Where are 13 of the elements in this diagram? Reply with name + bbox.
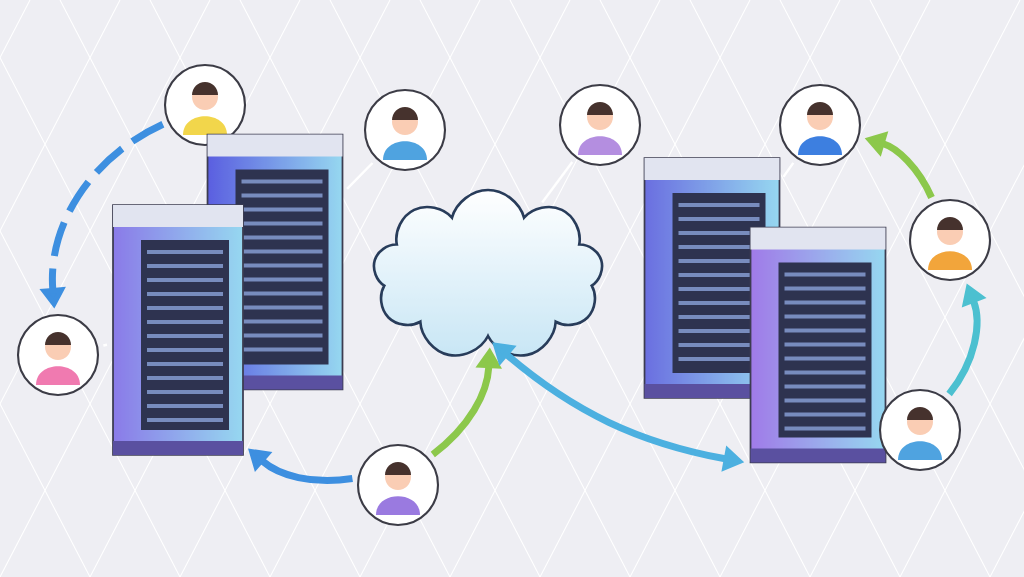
- person-avatar: [363, 88, 447, 172]
- connector-line: [889, 404, 894, 408]
- person-avatar: [908, 198, 992, 282]
- server-rack: [112, 204, 244, 456]
- person-avatar: [356, 443, 440, 527]
- person-avatar: [558, 83, 642, 167]
- connector-line: [541, 161, 574, 204]
- person-avatar: [16, 313, 100, 397]
- server-rack: [749, 226, 887, 464]
- person-avatar: [163, 63, 247, 147]
- connector-line: [782, 162, 795, 178]
- person-avatar: [778, 83, 862, 167]
- person-avatar: [878, 388, 962, 472]
